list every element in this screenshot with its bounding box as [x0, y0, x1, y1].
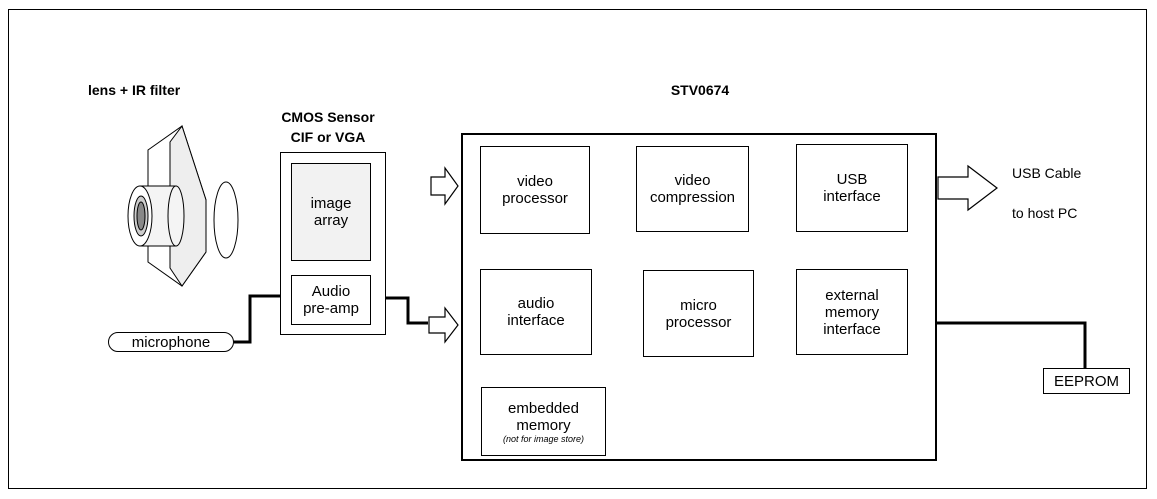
usb-interface-box: USB interface: [796, 144, 908, 232]
video-processor-label: video processor: [502, 173, 568, 207]
eeprom-wire: [936, 321, 1087, 368]
audio-preamp-label: Audio pre-amp: [303, 283, 359, 317]
video-compression-label: video compression: [649, 172, 736, 206]
micro-processor-label: micro processor: [665, 296, 732, 331]
audio-to-chip-arrow: [428, 306, 459, 344]
image-array-box: image array: [291, 163, 371, 261]
usb-interface-label: USB interface: [823, 171, 881, 205]
image-array-label: image array: [310, 195, 352, 229]
audio-preamp-box: Audio pre-amp: [291, 275, 371, 325]
video-compression-box: video compression: [636, 146, 749, 232]
chip-title: STV0674: [670, 82, 730, 98]
sensor-to-chip-arrow: [430, 166, 459, 206]
embedded-memory-label: embedded memory: [508, 399, 579, 434]
micro-processor-box: micro processor: [643, 270, 754, 357]
microphone-wire: [234, 294, 290, 344]
usb-cable-arrow: [937, 164, 998, 212]
external-memory-box: external memory interface: [796, 269, 908, 355]
audio-interface-label: audio interface: [507, 295, 565, 329]
microphone-box: microphone: [108, 332, 234, 352]
sensor-title: CMOS Sensor CIF or VGA: [281, 109, 375, 145]
usb-cable-label: USB Cable: [1012, 165, 1082, 181]
diagram-frame: [8, 9, 1147, 489]
video-processor-box: video processor: [480, 146, 590, 234]
external-memory-label: external memory interface: [823, 286, 881, 338]
eeprom-label: EEPROM: [1053, 372, 1119, 390]
sensor-audio-wire: [378, 296, 428, 325]
eeprom-box: EEPROM: [1043, 368, 1130, 394]
microphone-label: microphone: [131, 333, 211, 351]
embedded-memory-box: embedded memory (not for image store): [481, 387, 606, 456]
audio-interface-box: audio interface: [480, 269, 592, 355]
host-pc-label: to host PC: [1012, 205, 1078, 221]
lens-illustration: [127, 124, 239, 287]
lens-title: lens + IR filter: [88, 82, 181, 98]
embedded-memory-note: (not for image store): [502, 433, 585, 444]
